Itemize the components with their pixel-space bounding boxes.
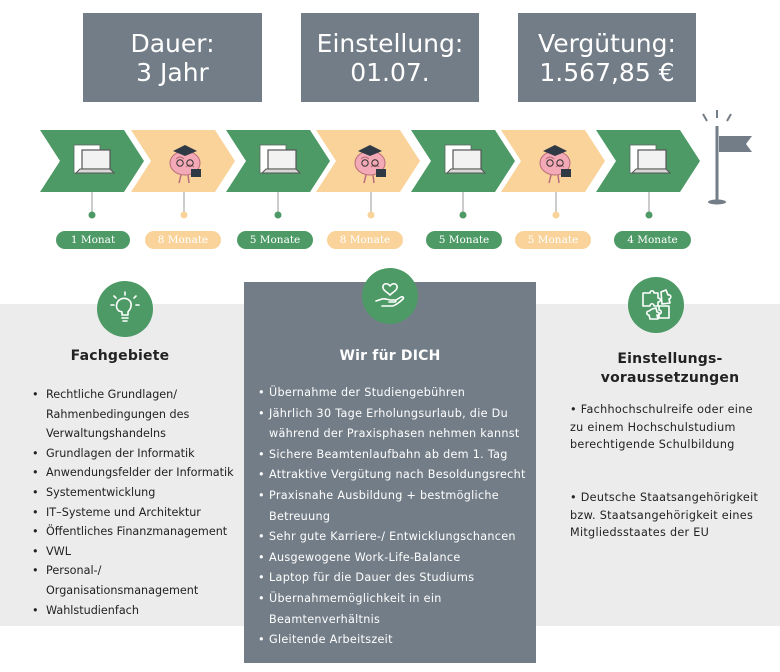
phase-chevron-praxis xyxy=(411,130,515,192)
start-date-value: 01.07. xyxy=(350,57,430,87)
list-item: Öffentliches Finanzmanagement xyxy=(30,522,240,542)
duration-label: Dauer: xyxy=(130,28,215,58)
benefits-title: Wir für DICH xyxy=(339,348,441,364)
list-item: VWL xyxy=(30,542,240,562)
phase-chevron-praxis xyxy=(596,130,700,192)
phase-dot xyxy=(645,211,653,219)
list-item: Attraktive Vergütung nach Besoldungsrech… xyxy=(258,465,530,486)
list-item: Anwendungsfelder der Informatik xyxy=(30,463,240,483)
list-item: Ausgewogene Work-Life-Balance xyxy=(258,548,530,569)
list-item: Systementwicklung xyxy=(30,483,240,503)
phase-duration-pill: 4 Monate xyxy=(614,231,691,249)
requirement-item: • Deutsche Staatsangehörigkeit bzw. Staa… xyxy=(570,491,759,540)
list-item: Praxisnahe Ausbildung + bestmögliche Bet… xyxy=(258,486,530,527)
start-date-label: Einstellung: xyxy=(316,28,464,58)
list-item: Sehr gute Karriere-/ Entwicklungschancen xyxy=(258,527,530,548)
phase-duration-pill: 5 Monate xyxy=(515,231,591,249)
list-item: Übernahme der Studiengebühren xyxy=(258,383,530,404)
phase-timeline xyxy=(40,110,752,219)
list-item: Personal-/ Organisationsmanagement xyxy=(30,561,240,600)
laptop-icon xyxy=(259,144,302,174)
phase-dot xyxy=(459,211,467,219)
heart-hand-icon xyxy=(362,268,418,324)
phase-dot xyxy=(88,211,96,219)
requirement-item: • Fachhochschulreife oder eine zu einem … xyxy=(570,403,753,452)
brain-graduate-icon xyxy=(169,145,201,184)
lightbulb-icon xyxy=(97,281,153,337)
list-item: Grundlagen der Informatik xyxy=(30,444,240,464)
list-item: Rechtliche Grundlagen/ Rahmenbedingungen… xyxy=(30,385,240,444)
salary-box: Vergütung: 1.567,85 € xyxy=(518,13,696,102)
puzzle-icon xyxy=(628,277,684,333)
phase-chevron-studium xyxy=(501,130,605,192)
phase-duration-pill: 8 Monate xyxy=(327,231,403,249)
requirements-title-line2: voraussetzungen xyxy=(600,370,740,386)
requirements-title-line1: Einstellungs- xyxy=(617,351,723,367)
fachgebiete-title: Fachgebiete xyxy=(70,348,170,364)
list-item: Jährlich 30 Tage Erholungsurlaub, die Du… xyxy=(258,404,530,445)
fachgebiete-list: Rechtliche Grundlagen/ Rahmenbedingungen… xyxy=(30,385,240,620)
phase-duration-pill: 1 Monat xyxy=(56,231,130,249)
start-date-box: Einstellung: 01.07. xyxy=(301,13,479,102)
brain-graduate-icon xyxy=(354,145,386,184)
laptop-icon xyxy=(629,144,672,174)
salary-value: 1.567,85 € xyxy=(539,57,675,87)
list-item: Laptop für die Dauer des Studiums xyxy=(258,568,530,589)
list-item: Sichere Beamtenlaufbahn ab dem 1. Tag xyxy=(258,445,530,466)
benefits-list: Übernahme der Studiengebühren Jährlich 3… xyxy=(258,383,530,651)
phase-chevron-praxis xyxy=(40,130,144,192)
salary-label: Vergütung: xyxy=(538,28,676,58)
brain-graduate-icon xyxy=(539,145,571,184)
phase-chevron-studium xyxy=(316,130,420,192)
requirements-title: Einstellungs- voraussetzungen xyxy=(570,350,770,388)
laptop-icon xyxy=(444,144,487,174)
list-item: Übernahmemöglichkeit in ein Beamtenverhä… xyxy=(258,589,530,630)
phase-dot xyxy=(552,211,560,219)
phase-dot xyxy=(367,211,375,219)
phase-duration-pill: 5 Monate xyxy=(426,231,502,249)
phase-chevron-praxis xyxy=(226,130,330,192)
duration-value: 3 Jahr xyxy=(136,57,209,87)
phase-duration-pill: 5 Monate xyxy=(237,231,313,249)
laptop-icon xyxy=(73,144,116,174)
phase-dot xyxy=(274,211,282,219)
duration-box: Dauer: 3 Jahr xyxy=(83,13,262,102)
finish-flag-icon xyxy=(702,110,752,205)
list-item: IT–Systeme und Architektur xyxy=(30,503,240,523)
phase-chevron-studium xyxy=(131,130,235,192)
list-item: Gleitende Arbeitszeit xyxy=(258,630,530,651)
phase-dot xyxy=(180,211,188,219)
list-item: Wahlstudienfach xyxy=(30,601,240,621)
phase-duration-pill: 8 Monate xyxy=(145,231,221,249)
